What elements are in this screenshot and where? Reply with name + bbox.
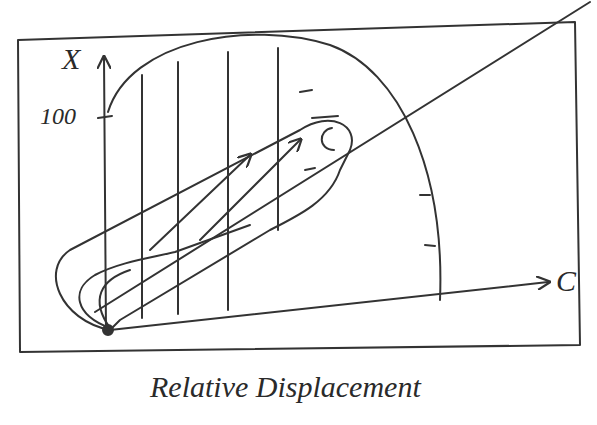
- loop-arrow: [150, 155, 250, 250]
- tick: [312, 116, 338, 118]
- tick: [98, 116, 112, 118]
- inner-loop: [79, 225, 250, 328]
- outer-loop: [56, 121, 352, 330]
- grid-line: [227, 52, 229, 310]
- dash: [420, 194, 430, 196]
- diagonal-line: [95, 2, 590, 312]
- axis-label: X: [62, 44, 80, 74]
- dash: [425, 245, 435, 246]
- dash: [305, 168, 315, 170]
- frame: [18, 22, 580, 352]
- axis-label: C: [556, 266, 576, 296]
- inner-loop: [100, 270, 130, 328]
- grid-line: [177, 62, 179, 314]
- axis-title: Relative Displacement: [150, 372, 421, 402]
- loop-arrow: [200, 140, 300, 240]
- dash: [300, 90, 312, 92]
- tick-value: 100: [40, 104, 76, 128]
- displacement-axis: [110, 282, 548, 330]
- envelope-curve: [108, 35, 440, 300]
- grid-line: [277, 48, 279, 230]
- hook: [322, 128, 334, 150]
- x-axis: [104, 58, 106, 332]
